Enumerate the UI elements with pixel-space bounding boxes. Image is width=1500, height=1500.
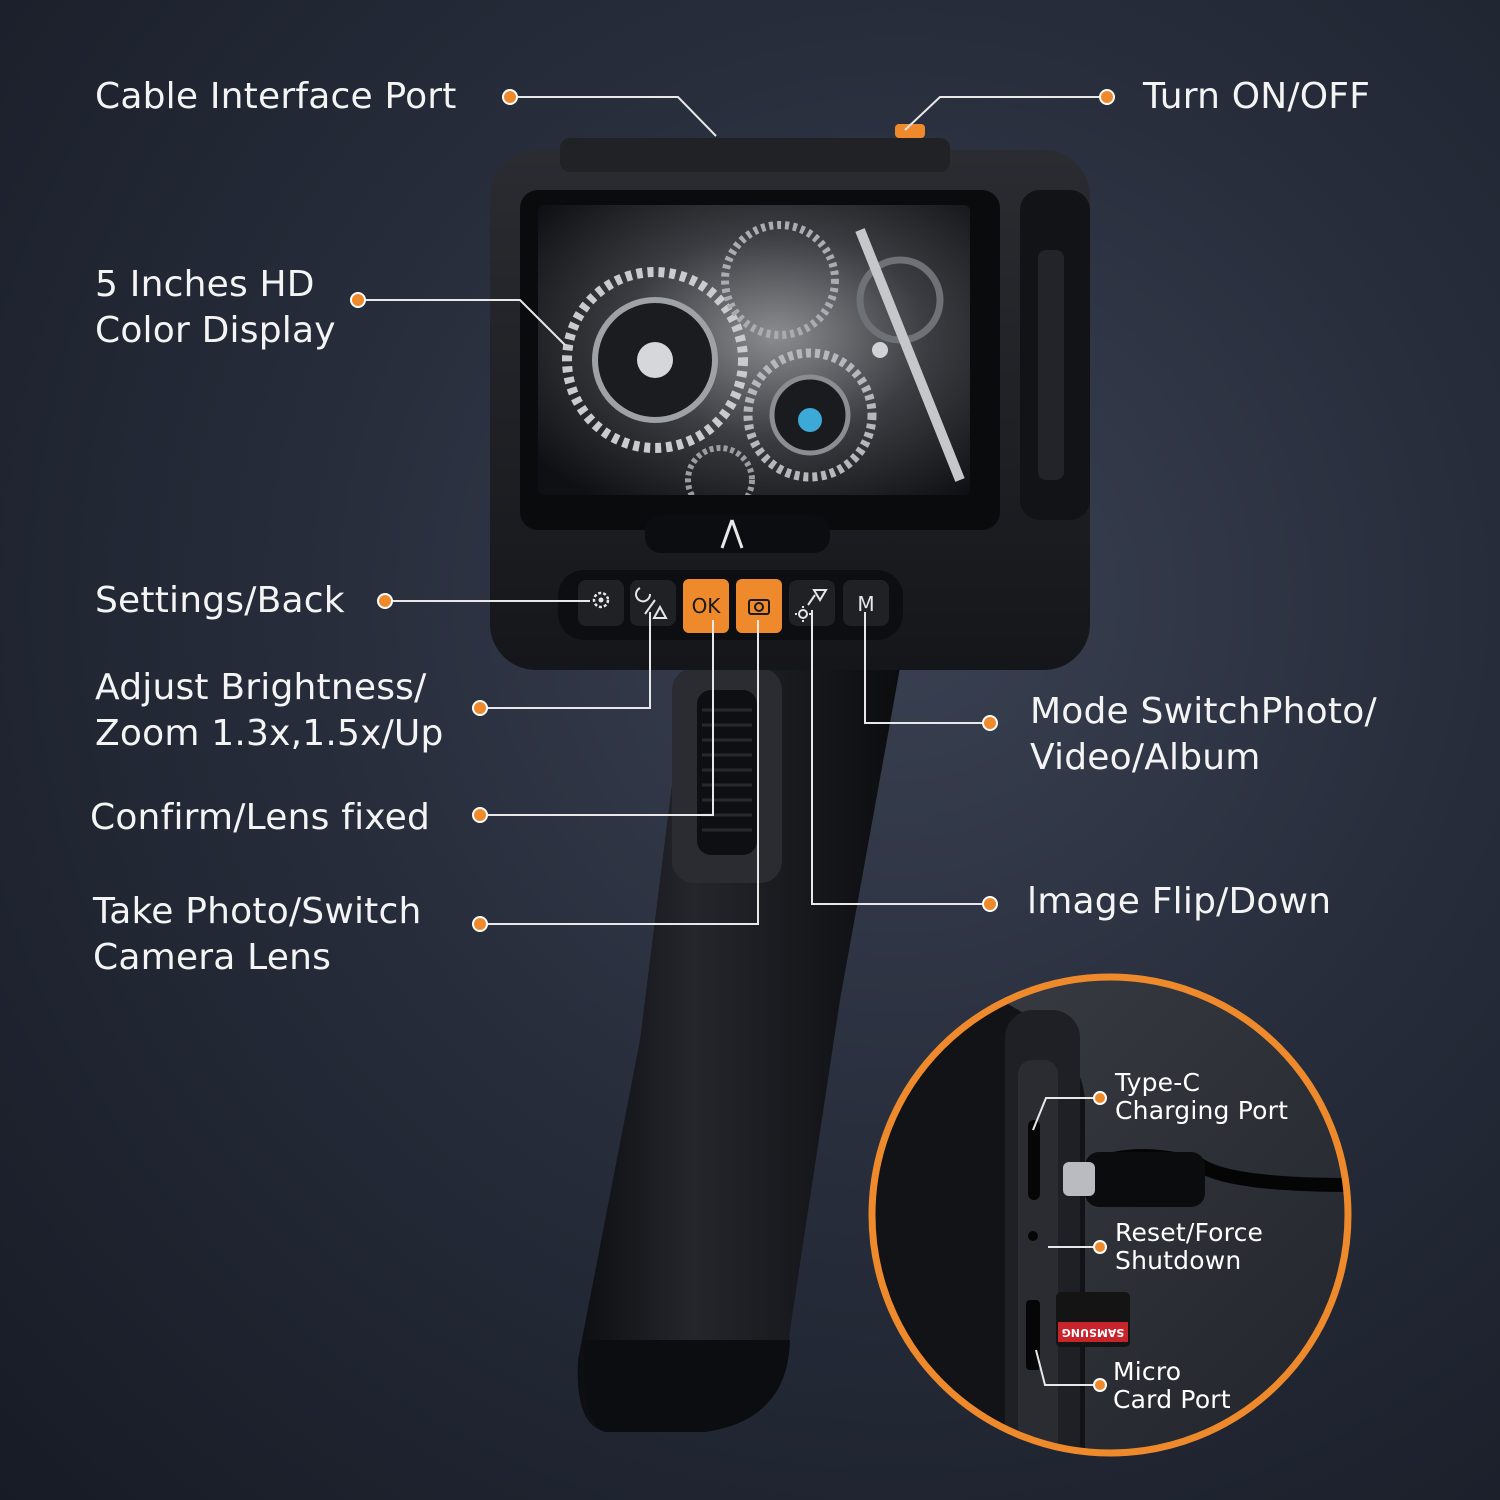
brand-logo	[720, 519, 744, 549]
mode-button-label: M	[857, 592, 875, 616]
label-display: 5 Inches HD Color Display	[95, 264, 336, 351]
label-reset-force-shutdown: Reset/Force Shutdown	[1115, 1218, 1264, 1275]
brightness-down-icon	[795, 589, 828, 622]
label-type-c-charging-port: Type-C Charging Port	[1115, 1068, 1289, 1125]
label-settings-back: Settings/Back	[95, 580, 345, 621]
mode-button[interactable]	[843, 580, 889, 626]
label-confirm-lens-fixed: Confirm/Lens fixed	[90, 797, 431, 838]
label-image-flip: lmage Flip/Down	[1027, 881, 1332, 922]
micro-sd-card: SAMSUNG	[1056, 1292, 1130, 1347]
device-body	[490, 124, 1090, 670]
refresh-up-icon	[635, 587, 668, 619]
settings-button[interactable]	[578, 580, 624, 626]
flip-down-button[interactable]	[789, 580, 835, 626]
side-ports-inset: SAMSUNG	[868, 973, 1352, 1457]
sd-brand-text: SAMSUNG	[1062, 1326, 1124, 1339]
label-mode-switch: Mode SwitchPhoto/ Video/Album	[1030, 691, 1377, 778]
reset-hole	[1028, 1231, 1038, 1241]
type-c-port	[1028, 1120, 1040, 1200]
display-screen	[538, 205, 970, 495]
top-ridge	[560, 138, 950, 172]
handle	[577, 640, 905, 1432]
ok-button-label: OK	[691, 594, 721, 618]
label-turn-on-off: Turn ON/OFF	[1143, 76, 1371, 117]
label-micro-card-port: Micro Card Port	[1113, 1357, 1231, 1414]
button-bar	[558, 570, 903, 640]
ok-button[interactable]	[683, 579, 729, 633]
usb-c-cable	[1085, 1152, 1205, 1207]
gear-image	[562, 221, 965, 495]
photo-button[interactable]	[736, 579, 782, 633]
label-take-photo: Take Photo/Switch Camera Lens	[93, 891, 422, 978]
power-button[interactable]	[895, 124, 925, 138]
label-cable-interface-port: Cable Interface Port	[95, 76, 457, 117]
gear-icon	[592, 591, 610, 609]
camera-icon	[748, 599, 770, 615]
label-adjust-brightness: Adjust Brightness/ Zoom 1.3x,1.5x/Up	[95, 667, 444, 754]
callout-dots	[350, 89, 1115, 932]
callout-lines	[358, 96, 1107, 925]
